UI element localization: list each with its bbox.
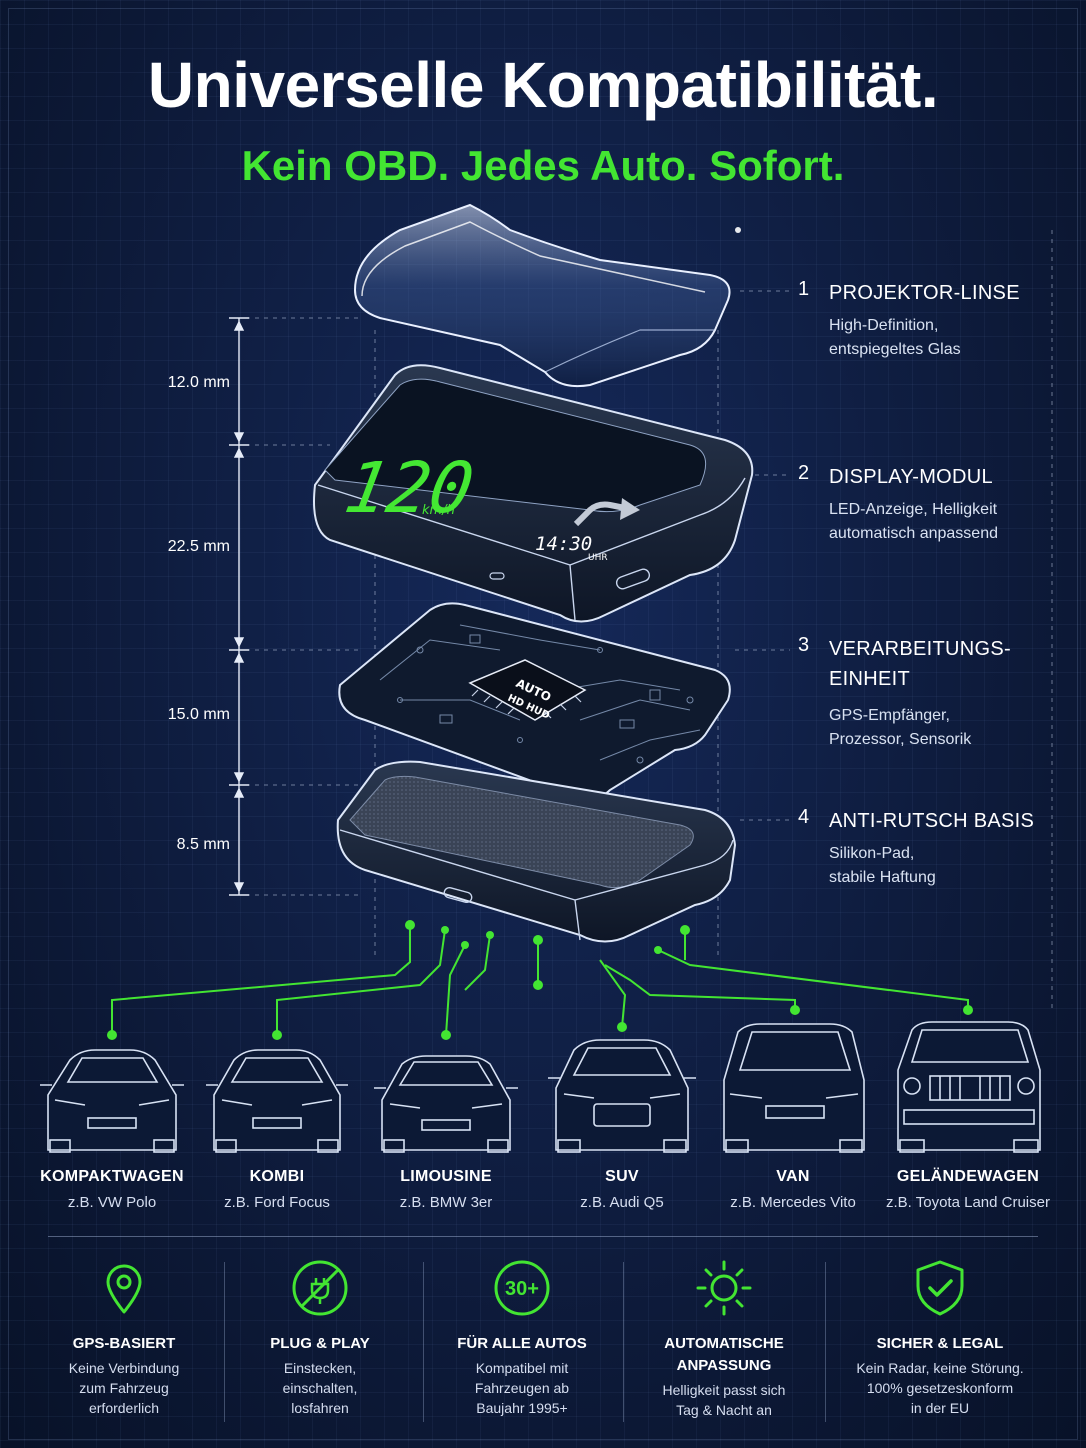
display-time-suffix: UHR (588, 553, 608, 563)
dimension-label: 15.0 mm (167, 706, 230, 723)
feature-title: AUTOMATISCHE (664, 1335, 784, 1352)
car-example: z.B. Ford Focus (224, 1194, 330, 1211)
car-van (723, 1023, 865, 1153)
no-plug-icon (292, 1260, 348, 1316)
feature-desc: einschalten, (282, 1380, 358, 1396)
chip: AUTO HD HUD (468, 659, 587, 722)
car-example: z.B. BMW 3er (399, 1194, 493, 1211)
display-time: 14:30 (535, 533, 592, 555)
car-type: KOMPAKTWAGEN (40, 1168, 184, 1185)
car-type: KOMBI (249, 1168, 305, 1185)
car-example: z.B. VW Polo (67, 1194, 157, 1211)
feature-separator (224, 1262, 225, 1422)
car-example: z.B. Audi Q5 (580, 1194, 664, 1211)
feature-title: GPS-BASIERT (72, 1335, 176, 1352)
car-label-gelaendewagen: GELÄNDEWAGEN z.B. Toyota Land Cruiser (873, 1168, 1063, 1211)
component-desc: High-Definition, (829, 317, 939, 334)
feature-desc: losfahren (291, 1400, 349, 1416)
turn-right-arrow-icon (573, 501, 626, 527)
component-desc: Prozessor, Sensorik (829, 731, 972, 748)
feature-all-cars: 30+ FÜR ALLE AUTOS Kompatibel mit Fahrze… (422, 1258, 622, 1418)
feature-title: FÜR ALLE AUTOS (457, 1335, 587, 1352)
feature-separator (825, 1262, 826, 1422)
display-unit: km/h (422, 503, 455, 518)
car-limousine (374, 1055, 518, 1153)
component-name: VERARBEITUNGS- (829, 638, 1012, 660)
car-type: VAN (776, 1168, 810, 1185)
feature-desc: Kompatibel mit (475, 1360, 569, 1376)
component-number: 2 (798, 462, 810, 484)
display-module-layer: 120 km/h 14:30 UHR (313, 364, 754, 623)
car-kombi (206, 1049, 348, 1153)
component-name-line2: EINHEIT (829, 668, 910, 690)
dimension-label: 12.0 mm (167, 374, 230, 391)
component-desc: entspiegeltes Glas (829, 341, 961, 358)
feature-title: SICHER & LEGAL (876, 1335, 1004, 1352)
feature-desc: Einstecken, (283, 1360, 357, 1376)
feature-title: PLUG & PLAY (270, 1335, 370, 1352)
feature-desc: erforderlich (88, 1400, 160, 1416)
feature-gps: GPS-BASIERT Keine Verbindung zum Fahrzeu… (24, 1258, 224, 1418)
badge-text: 30+ (505, 1278, 539, 1300)
component-desc: Silikon-Pad, (829, 845, 915, 862)
component-desc: GPS-Empfänger, (829, 707, 950, 724)
sun-icon (696, 1260, 752, 1316)
component-name: ANTI-RUTSCH BASIS (829, 810, 1035, 832)
map-pin-icon (106, 1264, 142, 1314)
car-example: z.B. Toyota Land Cruiser (886, 1194, 1050, 1211)
feature-desc: Keine Verbindung (68, 1360, 180, 1376)
feature-separator (423, 1262, 424, 1422)
feature-desc: Tag & Nacht an (676, 1402, 772, 1418)
dimension-line (229, 317, 249, 896)
anti-slip-base-layer (336, 760, 737, 943)
page-subtitle: Kein OBD. Jedes Auto. Sofort. (241, 142, 845, 189)
shield-check-icon (916, 1260, 964, 1316)
projector-lens-layer (353, 203, 741, 388)
car-gelaendewagen (897, 1021, 1041, 1153)
feature-separator (623, 1262, 624, 1422)
page-title: Universelle Kompatibilität. (147, 49, 939, 121)
component-name: PROJEKTOR-LINSE (829, 282, 1020, 304)
feature-title-line2: ANPASSUNG (676, 1357, 772, 1374)
feature-desc: Baujahr 1995+ (476, 1400, 568, 1416)
component-number: 3 (798, 634, 810, 656)
component-desc: LED-Anzeige, Helligkeit (829, 501, 998, 518)
feature-desc: 100% gesetzeskonform (866, 1380, 1014, 1396)
display-speed: 120 (339, 447, 480, 528)
component-desc: stabile Haftung (829, 869, 936, 886)
feature-desc: in der EU (910, 1400, 970, 1416)
feature-plug-play: PLUG & PLAY Einstecken, einschalten, los… (220, 1258, 420, 1418)
component-number: 4 (798, 806, 810, 828)
car-label-limousine: LIMOUSINE z.B. BMW 3er (356, 1168, 536, 1211)
30-plus-badge-icon: 30+ (494, 1260, 550, 1316)
feature-desc: zum Fahrzeug (79, 1380, 169, 1396)
feature-desc: Fahrzeugen ab (474, 1380, 570, 1396)
connection-nodes (107, 920, 973, 1040)
car-example: z.B. Mercedes Vito (730, 1194, 856, 1211)
component-desc: automatisch anpassend (829, 525, 998, 542)
dimension-label: 22.5 mm (167, 538, 230, 555)
feature-safe-legal: SICHER & LEGAL Kein Radar, keine Störung… (840, 1258, 1040, 1418)
feature-desc: Helligkeit passt sich (662, 1382, 786, 1398)
component-number: 1 (798, 278, 810, 300)
car-type: SUV (605, 1168, 639, 1185)
car-kompaktwagen (40, 1049, 184, 1153)
car-label-kompaktwagen: KOMPAKTWAGEN z.B. VW Polo (22, 1168, 202, 1211)
car-label-kombi: KOMBI z.B. Ford Focus (187, 1168, 367, 1211)
turn-right-arrow-head (620, 498, 640, 520)
feature-desc: Kein Radar, keine Störung. (856, 1360, 1024, 1376)
car-type: GELÄNDEWAGEN (896, 1168, 1040, 1185)
car-suv (548, 1039, 696, 1153)
car-label-van: VAN z.B. Mercedes Vito (703, 1168, 883, 1211)
dimension-label: 8.5 mm (176, 836, 230, 853)
section-divider (48, 1236, 1038, 1237)
processing-unit-layer: AUTO HD HUD (338, 602, 731, 800)
component-name: DISPLAY-MODUL (829, 466, 993, 488)
car-type: LIMOUSINE (400, 1168, 492, 1185)
car-label-suv: SUV z.B. Audi Q5 (532, 1168, 712, 1211)
feature-auto-adjust: AUTOMATISCHE ANPASSUNG Helligkeit passt … (624, 1258, 824, 1420)
